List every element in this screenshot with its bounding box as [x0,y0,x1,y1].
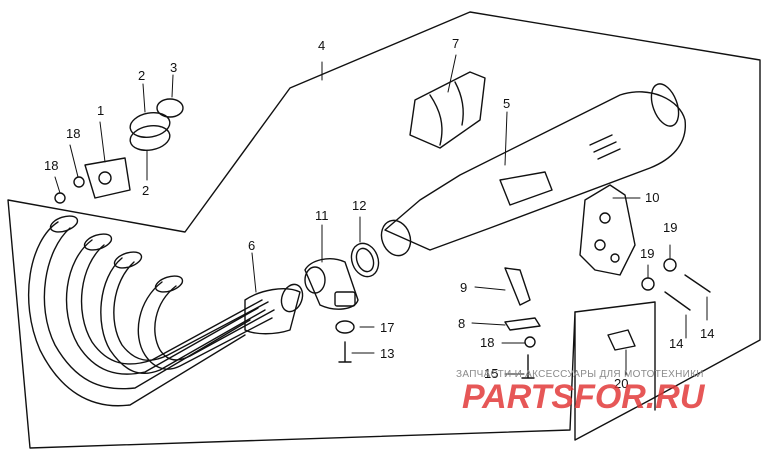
part-label-7: 7 [452,36,459,51]
part-label-6: 6 [248,238,255,253]
part-label-15: 15 [484,366,498,381]
exhaust-collar [84,157,131,199]
part-label-10: 10 [645,190,659,205]
part-label-8: 8 [458,316,465,331]
part-label-4: 4 [318,38,325,53]
watermark-caption: ЗАПЧАСТИ И АКСЕССУАРЫ ДЛЯ МОТОТЕХНИКИ [456,369,704,380]
muffler-subframe [574,301,656,411]
grommet [663,258,677,272]
part-label-12: 12 [352,198,366,213]
part-label-3: 3 [170,60,177,75]
heat-shield [409,71,486,149]
clip [504,317,541,331]
assembly-frame [7,11,761,449]
part-label-18: 18 [480,335,494,350]
watermark: ЗАПЧАСТИ И АКСЕССУАРЫ ДЛЯ МОТОТЕХНИКИ PA… [456,369,706,416]
part-label-5: 5 [503,96,510,111]
part-label-14: 14 [700,326,714,341]
joint-clamp [304,258,359,310]
mounting-bracket [579,184,636,276]
part-labels: 1 2 3 2 18 18 4 7 5 6 11 12 10 19 19 9 8… [44,36,714,391]
washer [335,320,355,334]
part-label-2: 2 [142,183,149,198]
part-label-2: 2 [138,68,145,83]
grommet [641,277,655,291]
stay-plate [504,267,531,306]
muffler [380,83,686,257]
part-label-18: 18 [66,126,80,141]
bolt [338,341,352,363]
part-label-20: 20 [614,376,628,391]
part-label-17: 17 [380,320,394,335]
part-label-18: 18 [44,158,58,173]
exhaust-header-pipes [27,215,304,407]
part-label-11: 11 [315,208,329,223]
band-clamp [129,111,171,152]
part-label-13: 13 [380,346,394,361]
washer [524,336,536,348]
seal-ring [156,98,184,118]
bolt [521,354,535,379]
nut [54,192,66,204]
part-label-9: 9 [460,280,467,295]
long-bolt [664,291,691,311]
part-label-19: 19 [663,220,677,235]
watermark-brand: PARTSFOR.RU [462,378,706,416]
rubber-mount [607,329,636,351]
nut [73,176,85,188]
part-label-14: 14 [669,336,683,351]
gasket-ring [350,242,380,278]
long-bolt [684,274,711,293]
part-label-1: 1 [97,103,104,118]
part-label-19: 19 [640,246,654,261]
